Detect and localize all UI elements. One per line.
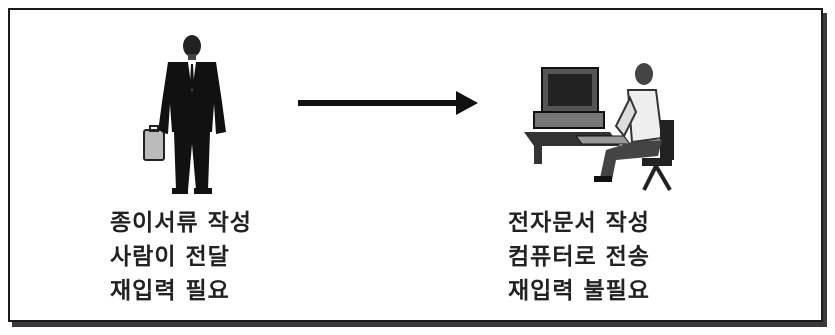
left-caption-line: 재입력 필요 xyxy=(110,278,230,304)
diagram-frame: 종이서류 작성 사람이 전달 재입력 필요 전자문서 작성 컴퓨터로 전송 재입… xyxy=(8,8,823,322)
right-caption-line: 재입력 불필요 xyxy=(508,278,650,304)
arrow-right-icon xyxy=(298,91,478,115)
right-caption-line: 컴퓨터로 전송 xyxy=(508,244,650,270)
left-caption: 종이서류 작성 사람이 전달 재입력 필요 xyxy=(110,206,252,308)
person-at-computer-icon xyxy=(524,63,674,192)
left-caption-line: 종이서류 작성 xyxy=(110,210,252,236)
left-caption-line: 사람이 전달 xyxy=(110,244,230,270)
right-caption-line: 전자문서 작성 xyxy=(508,210,650,236)
right-caption: 전자문서 작성 컴퓨터로 전송 재입력 불필요 xyxy=(508,206,650,308)
businessman-with-briefcase-icon xyxy=(143,35,226,194)
